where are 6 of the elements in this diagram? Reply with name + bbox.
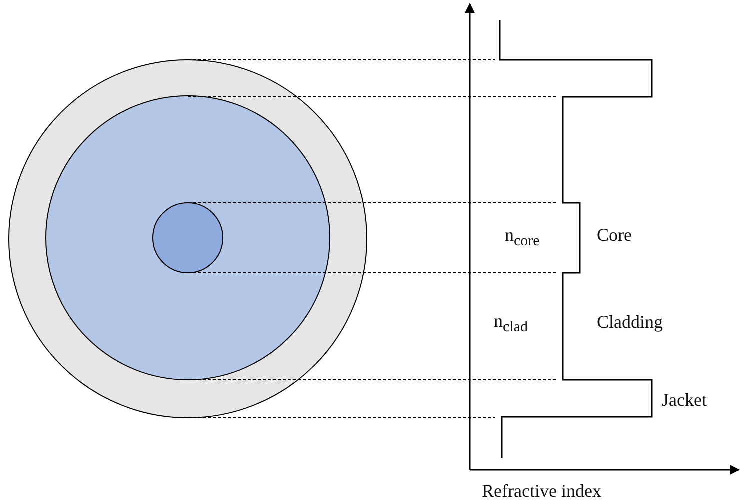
region-label: Jacket	[662, 391, 707, 409]
index-symbol: n$_{core}$	[505, 226, 540, 250]
axis-label: Refractive index	[482, 482, 602, 500]
index-symbol: n$_{clad}$	[494, 312, 528, 336]
region-label: Cladding	[597, 313, 663, 331]
region-label: Core	[597, 226, 632, 244]
